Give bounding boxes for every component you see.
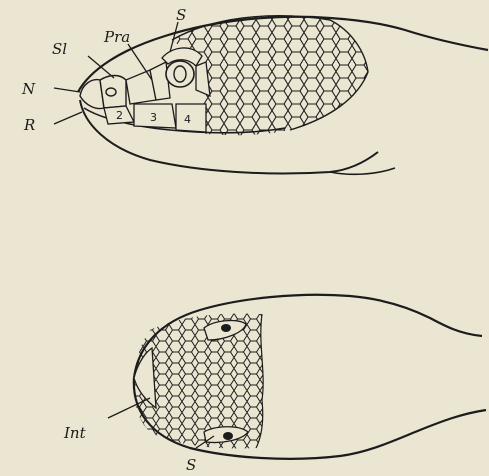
label-sl: Sl (52, 40, 67, 58)
label-n: N (21, 80, 36, 98)
leader-n (54, 88, 80, 92)
eye (166, 61, 194, 87)
supralabial-4 (176, 104, 206, 132)
nasal-shield (100, 76, 126, 109)
label-pra: Pra (103, 28, 130, 46)
plate-number-4: 4 (184, 113, 191, 126)
label-s-bottom: S (186, 456, 196, 474)
ventral-view-head: Int S (63, 295, 486, 474)
label-r: R (23, 116, 35, 134)
label-int: Int (63, 424, 87, 442)
label-s-top: S (176, 6, 186, 24)
plate-number-3: 3 (150, 111, 157, 124)
plate-number-2: 2 (116, 109, 123, 122)
leader-r (54, 112, 82, 124)
ventral-eye-upper (221, 324, 231, 332)
side-view-head: 2 3 4 S Pra Sl N R (21, 6, 488, 174)
ventral-eye-lower (223, 432, 233, 440)
